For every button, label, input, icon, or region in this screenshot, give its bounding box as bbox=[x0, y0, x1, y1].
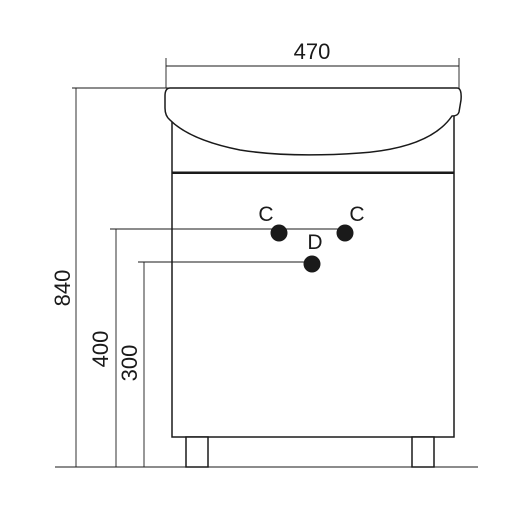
connection-points: C C D bbox=[258, 203, 365, 273]
drain-height-dimension: 300 bbox=[117, 261, 312, 467]
water-supply-height-dimension: 400 bbox=[88, 228, 345, 467]
water-supply-height-label: 400 bbox=[88, 331, 113, 368]
leg-right bbox=[411, 436, 435, 468]
cold-water-label-left: C bbox=[258, 203, 273, 226]
total-height-label: 840 bbox=[50, 270, 75, 307]
drain-height-label: 300 bbox=[117, 345, 142, 382]
cabinet-body bbox=[171, 109, 455, 438]
drain-point bbox=[303, 255, 321, 273]
total-height-dimension: 840 bbox=[50, 87, 168, 467]
legs bbox=[185, 436, 435, 468]
width-label: 470 bbox=[294, 39, 331, 64]
drain-label: D bbox=[307, 231, 322, 254]
cold-water-point-right bbox=[336, 224, 354, 242]
cold-water-label-right: C bbox=[349, 203, 364, 226]
cold-water-point-left bbox=[270, 224, 288, 242]
basin bbox=[164, 87, 462, 156]
cabinet bbox=[171, 109, 455, 438]
basin-shape bbox=[164, 87, 462, 156]
leg-left bbox=[185, 436, 209, 468]
width-dimension: 470 bbox=[165, 39, 460, 88]
